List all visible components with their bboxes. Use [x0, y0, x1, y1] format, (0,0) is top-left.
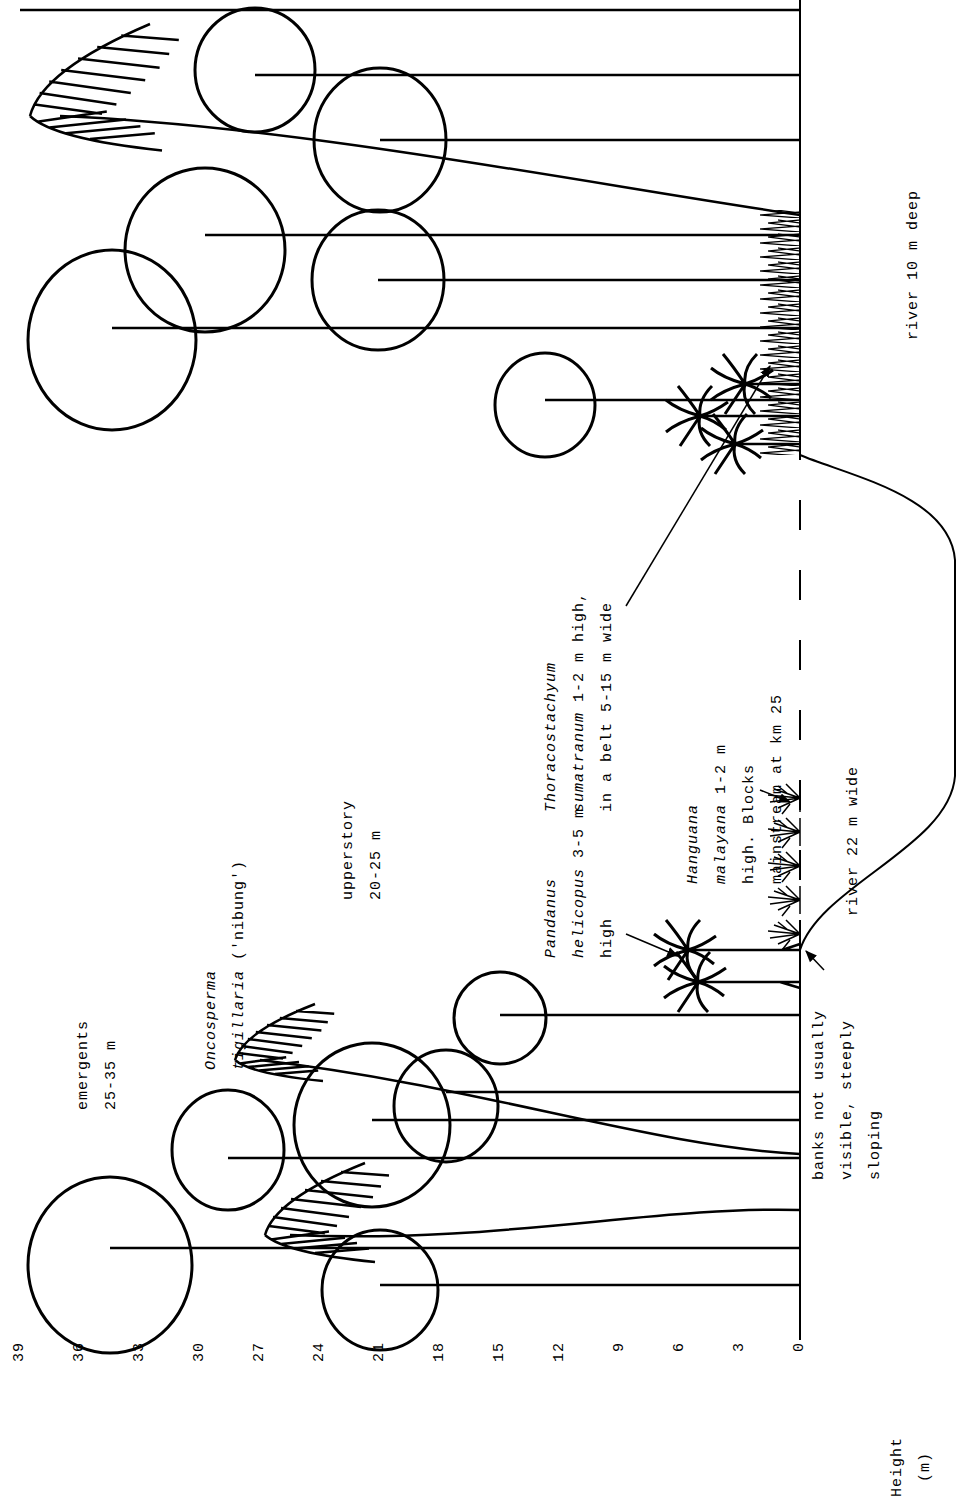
text-block: upperstory 20-25 m [335, 785, 391, 900]
axis-tick-label: 6 [670, 1342, 690, 1406]
palm-stem [260, 1060, 800, 1154]
dimension-label: river 10 m deep [905, 190, 922, 340]
text-block: Pandanus helicopus3-5 m high [538, 798, 622, 958]
hanguana-clump [768, 920, 800, 950]
text-block: Height (m) [884, 1432, 940, 1502]
axis-tick-label: 36 [70, 1342, 90, 1406]
bank-note: banks not usually visible, steeply slopi… [811, 1010, 884, 1180]
species-label: Oncosperma tigillaria [203, 970, 248, 1070]
axis-tick-label: 39 [10, 1342, 30, 1406]
tree-crown [394, 1050, 498, 1162]
palm-stems [60, 116, 800, 1236]
tree-trunk [20, 9, 800, 12]
tree-crown [294, 1043, 450, 1207]
axis-tick-label: 15 [490, 1342, 510, 1406]
tree-trunk [380, 1284, 800, 1287]
palm-crown [265, 1163, 389, 1262]
axis-title: Height (m) [889, 1437, 934, 1497]
leader-arrow [806, 951, 824, 970]
axis-tick-label: 12 [550, 1342, 570, 1406]
text-block: banks not usually visible, steeply slopi… [806, 1000, 890, 1180]
tree-crown [312, 210, 444, 350]
axis-tick-label: 24 [310, 1342, 330, 1406]
species-label: Hanguana malayana [685, 804, 730, 884]
tree-crown [28, 250, 196, 430]
tree-crown [314, 68, 446, 212]
tree-crown [322, 1230, 438, 1350]
hanguana-clump [768, 886, 800, 916]
dimension-label: river 22 m wide [845, 766, 862, 916]
text-block: river 10 m deep [900, 165, 928, 340]
tree-trunk [378, 279, 800, 282]
tree-trunk [205, 234, 800, 237]
pandanus-stem [688, 944, 800, 988]
tree-crown [172, 1090, 284, 1210]
axis-tick-label: 3 [730, 1342, 750, 1406]
palm-stem [60, 116, 800, 215]
axis-tick-label: 21 [370, 1342, 390, 1406]
species-label: ('nibung') [231, 860, 248, 960]
tree-trunks [20, 10, 800, 1285]
tree-crown [28, 1177, 192, 1353]
palm-crown [235, 1004, 334, 1081]
grass-belt [754, 210, 800, 455]
tree-crown [195, 8, 315, 132]
pandanus-tuft [664, 952, 726, 1012]
leader-arrows [626, 366, 824, 970]
tree-trunk [112, 327, 800, 330]
text-block: emergents 25-35 m [70, 1000, 126, 1110]
palm-crown [30, 24, 179, 151]
axis-tick-label: 30 [190, 1342, 210, 1406]
text-block: river 22 m wide [840, 716, 868, 916]
ground-line [799, 950, 801, 1340]
tree-crown [495, 353, 595, 457]
tree-trunk [228, 1157, 800, 1160]
leader-arrow [626, 934, 678, 956]
layer-label: upperstory 20-25 m [340, 800, 385, 900]
axis-tick-label: 0 [790, 1342, 810, 1406]
axis-tick-label: 27 [250, 1342, 270, 1406]
tree-trunk [380, 139, 800, 142]
axis-tick-label: 9 [610, 1342, 630, 1406]
leader-arrow [626, 366, 770, 606]
axis-tick-label: 33 [130, 1342, 150, 1406]
tree-crown [454, 972, 546, 1064]
species-label: Pandanus helicopus [543, 868, 588, 958]
tree-crowns [28, 8, 595, 1353]
layer-label: emergents 25-35 m [75, 1020, 120, 1110]
tree-trunk [446, 1091, 800, 1094]
tree-trunk [110, 1247, 800, 1250]
text-block: Thoracostachyum sumatranum1-2 m high, in… [538, 587, 622, 812]
text-block: Hanguana malayana1-2 m high. Blocks main… [680, 689, 792, 884]
tree-trunk [255, 74, 800, 77]
tree-crown [125, 168, 285, 332]
river-bed [800, 455, 955, 950]
axis-tick-label: 18 [430, 1342, 450, 1406]
text-block: Oncosperma tigillaria ('nibung') [198, 855, 254, 1070]
